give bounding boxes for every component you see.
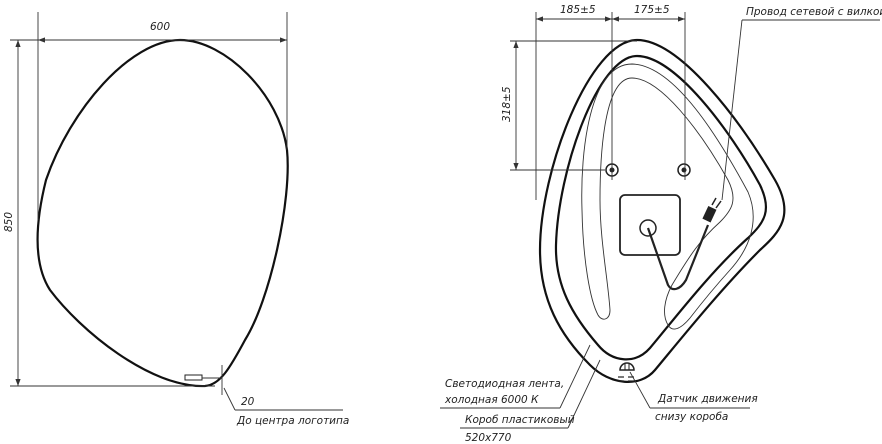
dimension-left: 185±5	[560, 4, 596, 16]
logo-mark	[184, 374, 203, 381]
front-view: 600 850 20 До центра логотипа	[3, 12, 349, 427]
back-view: 185±5 175±5 318±5 Провод сетевой с вилко…	[440, 4, 882, 444]
led-label-line2: холодная 6000 К	[444, 394, 539, 406]
logo-note: До центра логотипа	[236, 415, 349, 427]
height-dimension: 850	[3, 212, 15, 232]
power-box	[619, 194, 681, 256]
sensor-label-line1: Датчик движения	[657, 393, 758, 405]
cable-gland	[639, 219, 657, 237]
box-label: Короб пластиковый	[465, 414, 575, 426]
plastic-box-outline	[554, 54, 768, 361]
mirror-outline	[36, 38, 289, 388]
dimension-vertical: 318±5	[501, 86, 513, 122]
power-cable	[646, 224, 710, 291]
sensor-label-line2: снизу короба	[655, 411, 728, 423]
mirror-outline-back	[538, 38, 786, 383]
cable-label: Провод сетевой с вилкой	[746, 6, 882, 18]
led-label-line1: Светодиодная лента,	[445, 378, 564, 390]
logo-offset-dimension: 20	[241, 396, 255, 408]
box-size: 520x770	[465, 432, 512, 444]
motion-sensor	[618, 362, 635, 382]
width-dimension: 600	[150, 21, 170, 33]
dimension-right: 175±5	[634, 4, 670, 16]
led-strip	[581, 63, 754, 330]
mounting-hole-right	[677, 163, 691, 177]
plug-icon	[702, 197, 722, 223]
